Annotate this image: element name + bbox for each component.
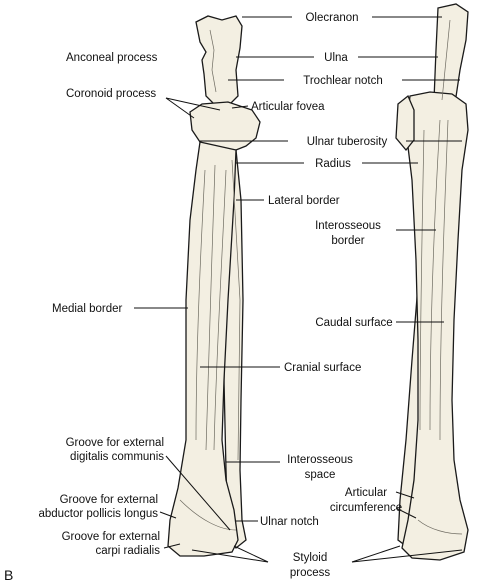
label-groove-carpi-2: carpi radialis: [95, 545, 160, 557]
label-ulnar-notch: Ulnar notch: [260, 516, 319, 528]
label-interosseous-space-2: space: [305, 469, 336, 481]
figure-letter: B: [4, 567, 13, 583]
label-groove-carpi-1: Groove for external: [62, 531, 160, 543]
left-radius-shaft: [167, 141, 239, 557]
label-coronoid-process: Coronoid process: [66, 88, 156, 100]
left-view-bones: [167, 15, 261, 557]
label-trochlear-notch: Trochlear notch: [303, 75, 382, 87]
right-radius: [401, 91, 469, 561]
label-interosseous-border-2: border: [331, 235, 364, 247]
label-styloid-process-2: process: [290, 567, 331, 579]
label-articular-circumference-2: circumference: [330, 502, 402, 514]
label-articular-fovea: Articular fovea: [251, 101, 325, 113]
label-articular-circumference-1: Articular: [345, 487, 387, 499]
label-olecranon: Olecranon: [305, 12, 358, 24]
label-interosseous-space-1: Interosseous: [287, 454, 353, 466]
label-caudal-surface: Caudal surface: [315, 317, 392, 329]
label-groove-abductor-2: abductor pollicis longus: [38, 508, 158, 520]
label-radius: Radius: [315, 158, 351, 170]
label-styloid-process-1: Styloid: [293, 552, 328, 564]
label-groove-abductor-1: Groove for external: [60, 494, 158, 506]
right-coronoid: [395, 94, 415, 152]
labels: Olecranon Anconeal process Ulna Trochlea…: [4, 12, 402, 583]
label-anconeal-process: Anconeal process: [66, 52, 158, 64]
left-olecranon: [195, 15, 243, 105]
label-groove-digitalis-2: digitalis communis: [70, 451, 164, 463]
leader-lines: [134, 16, 463, 563]
right-view-bones: [395, 3, 469, 561]
label-cranial-surface: Cranial surface: [284, 362, 361, 374]
label-medial-border: Medial border: [52, 303, 122, 315]
label-interosseous-border-1: Interosseous: [315, 220, 381, 232]
label-ulna: Ulna: [324, 52, 348, 64]
label-ulnar-tuberosity: Ulnar tuberosity: [307, 136, 388, 148]
label-groove-digitalis-1: Groove for external: [66, 437, 164, 449]
label-lateral-border: Lateral border: [268, 195, 340, 207]
